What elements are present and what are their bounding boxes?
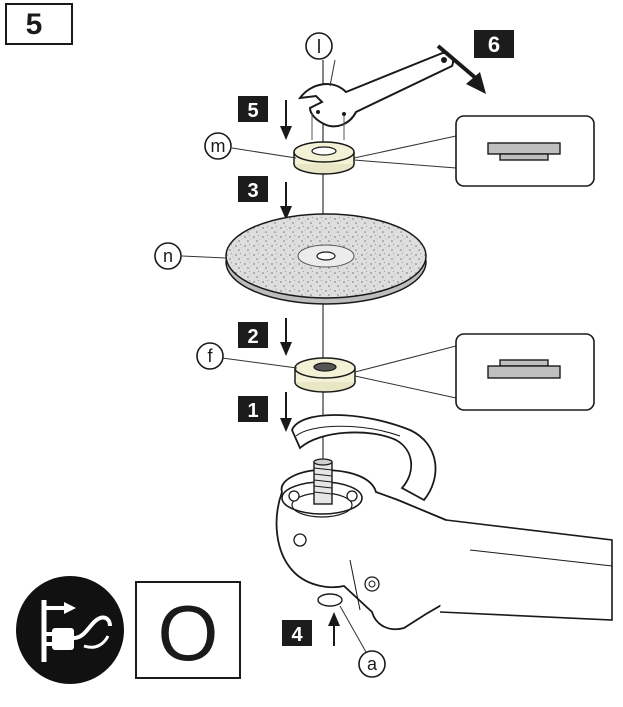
rotation-arrow: [436, 44, 486, 94]
step-badge-5: 5: [238, 96, 268, 122]
wrench: [297, 52, 454, 140]
callout-wheel: n: [154, 242, 182, 270]
up-arrow-4: [328, 612, 340, 646]
callout-shaft-lock: a: [358, 650, 386, 678]
down-arrow-2: [280, 318, 292, 356]
svg-text:n: n: [163, 246, 173, 266]
down-arrow-3: [280, 182, 292, 220]
grinding-wheel: [225, 213, 427, 305]
callout-inner-flange: f: [196, 342, 224, 370]
svg-text:m: m: [211, 136, 226, 156]
power-off-symbol-icon: O: [135, 581, 241, 679]
inset-lock-nut-orientation: [455, 115, 595, 187]
inset-flange-orientation: [455, 333, 595, 411]
lock-nut: [293, 141, 355, 175]
step-badge-2: 2: [238, 322, 268, 348]
step-badge-3: 3: [238, 176, 268, 202]
grinder-head: [275, 414, 613, 631]
figure-number: 5: [26, 8, 43, 41]
step-badge-4: 4: [282, 620, 312, 646]
svg-text:1: 1: [247, 400, 258, 422]
svg-text:a: a: [367, 654, 378, 674]
callout-lock-nut: m: [204, 132, 232, 160]
step-badge-1: 1: [238, 396, 268, 422]
svg-text:4: 4: [291, 624, 303, 646]
svg-text:5: 5: [247, 100, 258, 122]
power-state-label: O: [158, 589, 219, 677]
step-badge-6: 6: [474, 30, 514, 58]
unplug-power-icon: [16, 576, 124, 684]
svg-text:f: f: [207, 346, 213, 366]
svg-text:3: 3: [247, 180, 258, 202]
svg-text:l: l: [317, 37, 321, 58]
callout-wrench: l: [305, 32, 333, 60]
down-arrow-5: [280, 100, 292, 140]
figure-number-box: 5: [5, 3, 73, 45]
svg-text:6: 6: [488, 32, 500, 57]
down-arrow-1: [280, 392, 292, 432]
svg-text:2: 2: [247, 326, 258, 348]
inner-flange: [294, 357, 356, 393]
